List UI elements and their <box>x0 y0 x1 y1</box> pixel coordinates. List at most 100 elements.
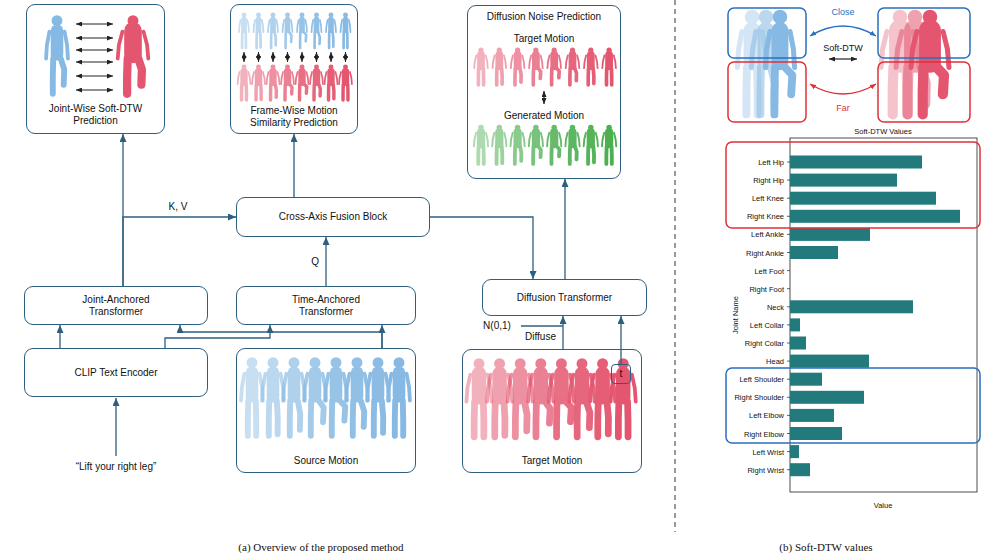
body-part <box>267 373 280 397</box>
body-part <box>239 20 241 32</box>
body-part <box>512 402 519 437</box>
body-part <box>240 72 247 83</box>
motion-box: Target Motion <box>462 349 642 473</box>
body-part <box>46 32 49 59</box>
human-figure <box>511 48 525 85</box>
tick <box>787 415 790 416</box>
body-part <box>241 374 244 401</box>
prompt-arrow <box>115 398 116 456</box>
body-part <box>607 402 608 434</box>
label-slot: Left Ankle <box>751 230 784 239</box>
body-part <box>296 72 298 84</box>
body-part <box>486 133 488 146</box>
human-figure <box>346 357 368 436</box>
human-figure <box>547 125 561 164</box>
bar <box>790 192 936 205</box>
body-part <box>480 402 487 437</box>
body-part <box>298 401 300 430</box>
body-part <box>495 132 503 144</box>
body-part <box>328 20 334 31</box>
label-slot: Right Shoulder <box>734 393 784 402</box>
connector-arrow <box>620 316 621 364</box>
body-part <box>392 401 398 436</box>
bar <box>790 300 913 313</box>
bars <box>790 156 960 477</box>
axis-tick-label: Right Shoulder <box>734 393 784 402</box>
motion-sequence <box>466 358 635 437</box>
body-part <box>254 20 256 32</box>
body-part <box>605 55 613 66</box>
body-part <box>575 146 577 159</box>
body-part <box>545 402 550 424</box>
body-part <box>274 401 281 435</box>
human-figure <box>239 13 249 49</box>
bar <box>790 463 810 476</box>
body-part <box>138 59 142 85</box>
body-part <box>266 401 272 436</box>
body-part <box>335 72 337 84</box>
body-part <box>320 20 322 32</box>
body-part <box>547 55 549 68</box>
body-part <box>903 67 914 114</box>
human-figure <box>283 357 305 436</box>
node-text: Frame-Wise Motion Similarity Prediction <box>235 105 353 129</box>
body-part <box>514 55 522 66</box>
body-part <box>331 84 335 99</box>
label-slot: Left Shoulder <box>739 375 784 384</box>
body-part <box>341 20 343 32</box>
compare-arrow <box>543 91 544 104</box>
body-part <box>259 32 262 47</box>
body-part <box>772 30 789 61</box>
label-slot: Far <box>836 103 850 114</box>
bar <box>790 445 799 458</box>
body-part <box>577 133 579 146</box>
axis-tick-label: Right Collar <box>745 339 784 348</box>
body-part <box>504 55 506 68</box>
body-part <box>568 68 572 85</box>
body-part <box>330 373 343 397</box>
label-slot: Right Elbow <box>744 429 784 438</box>
tick <box>787 252 790 253</box>
body-part <box>256 20 262 31</box>
human-figure <box>297 13 307 49</box>
label-slot: Soft-DTW Values <box>854 127 911 136</box>
body-part <box>270 20 276 31</box>
body-part <box>557 68 560 78</box>
body-part <box>477 132 485 144</box>
human-figure <box>267 65 280 101</box>
body-part <box>511 55 513 68</box>
label-slot: (b) Soft-DTW values <box>779 541 872 554</box>
body-part <box>514 132 522 144</box>
connector-arrow <box>562 316 563 349</box>
annotation-text: Close <box>831 7 854 18</box>
bar <box>790 318 800 331</box>
upper-body-box <box>728 8 806 58</box>
body-part <box>361 401 364 427</box>
human-figure <box>238 65 251 101</box>
body-part <box>269 84 273 100</box>
body-part <box>267 72 269 84</box>
body-part <box>349 20 351 32</box>
human-figure <box>584 125 598 164</box>
body-part <box>339 72 341 84</box>
body-part <box>533 402 540 437</box>
bar <box>790 355 869 368</box>
body-part <box>329 401 335 436</box>
label-slot: Left Elbow <box>749 411 784 420</box>
human-figure <box>611 358 636 437</box>
body-part <box>65 32 68 59</box>
body-part <box>604 146 608 164</box>
body-part <box>488 375 492 402</box>
body-part <box>255 32 258 48</box>
text-slot: Target Motion <box>463 455 641 467</box>
node-text: Source Motion <box>294 455 358 467</box>
body-part <box>742 67 750 114</box>
body-part <box>471 402 478 437</box>
axis-tick-label: Left Shoulder <box>739 375 784 384</box>
body-part <box>319 84 321 96</box>
human-figure <box>268 13 278 49</box>
body-part <box>253 401 259 436</box>
body-part <box>770 67 778 114</box>
body-part <box>520 68 521 82</box>
body-part <box>388 374 391 401</box>
